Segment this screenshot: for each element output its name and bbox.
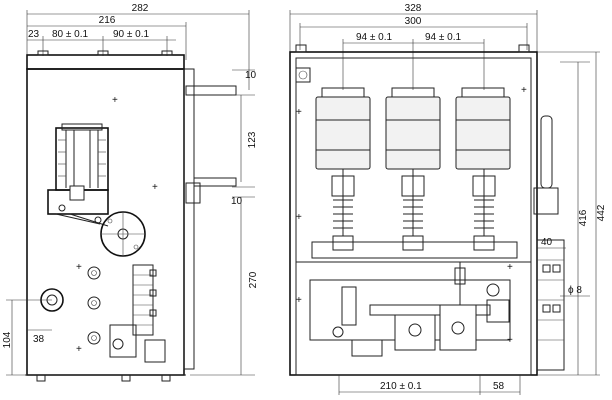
mid-terminal-rod (193, 177, 237, 187)
dim-104-label: 104 (2, 331, 13, 348)
dim-270-label: 270 (248, 271, 259, 288)
dim-416-label: 416 (578, 209, 589, 226)
dim-216-label: 216 (99, 15, 116, 26)
svg-text:+: + (296, 212, 302, 223)
terminal-strip (132, 264, 157, 336)
dim-282-label: 282 (132, 3, 149, 14)
top-terminal-rod (185, 85, 237, 96)
insulating-beam (311, 241, 518, 259)
dim-94-left-label: 94 ± 0.1 (356, 32, 393, 43)
dim-10-top-label: 10 (245, 70, 257, 81)
svg-text:+: + (507, 262, 513, 273)
front-view: 328 300 94 ± 0.1 94 ± 0.1 (289, 3, 607, 395)
svg-text:+: + (112, 95, 118, 106)
svg-text:+: + (521, 85, 527, 96)
dim-300-label: 300 (405, 16, 422, 27)
dim-40-label: 40 (541, 237, 553, 248)
dim-94-right-label: 94 ± 0.1 (425, 32, 462, 43)
side-top-cap (26, 54, 185, 70)
aux-switch (109, 324, 137, 358)
ground-symbol-box (295, 67, 311, 83)
dim-80-label: 80 ± 0.1 (52, 29, 89, 40)
lower-mechanism (309, 262, 511, 357)
manual-handle (540, 115, 553, 189)
svg-text:+: + (76, 262, 82, 273)
svg-text:+: + (296, 295, 302, 306)
dim-58-label: 58 (493, 381, 505, 392)
svg-text:+: + (152, 182, 158, 193)
svg-text:+: + (76, 344, 82, 355)
svg-text:+: + (507, 335, 513, 346)
interrupter-poles (315, 87, 511, 251)
aux-terminal-block (536, 239, 565, 371)
dim-123-label: 123 (247, 131, 258, 148)
dim-328-label: 328 (405, 3, 422, 14)
dim-210-label: 210 ± 0.1 (380, 381, 422, 392)
dim-10-mid-label: 10 (231, 196, 243, 207)
dim-442-label: 442 (596, 204, 607, 221)
side-right-panel (183, 68, 195, 370)
mounting-holes (87, 266, 101, 345)
dim-38-label: 38 (33, 334, 45, 345)
side-view: 282 216 23 80 ± 0.1 90 ± 0.1 10 123 (2, 3, 259, 382)
dim-phi8-label: ϕ 8 (568, 285, 582, 296)
svg-text:+: + (296, 107, 302, 118)
spring-mechanism (47, 123, 109, 227)
dim-23-label: 23 (28, 29, 40, 40)
dim-90-label: 90 ± 0.1 (113, 29, 150, 40)
